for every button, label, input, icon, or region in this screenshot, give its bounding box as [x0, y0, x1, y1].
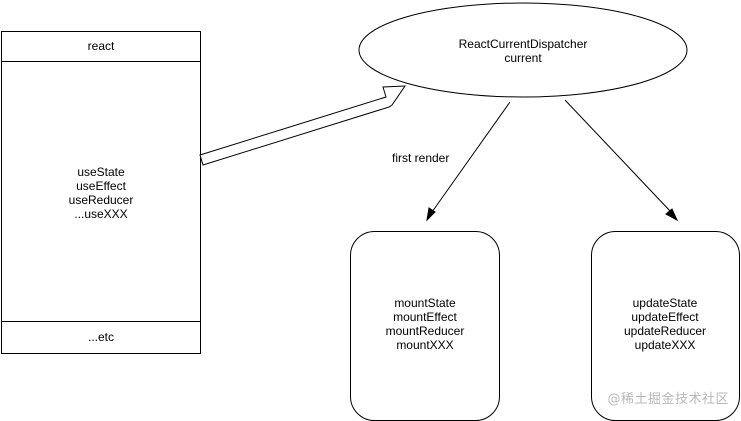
hook-item: ...useXXX — [74, 207, 127, 221]
edge-label-first-render: first render — [392, 151, 449, 165]
update-item: updateState — [633, 296, 698, 310]
hook-item: useReducer — [69, 193, 134, 207]
dispatcher-subtitle: current — [504, 51, 542, 65]
mount-item: mountXXX — [396, 338, 453, 352]
mount-item: mountReducer — [386, 324, 465, 338]
react-module-header: react — [88, 39, 115, 53]
react-module-frame — [1, 31, 201, 354]
update-arrow — [564, 99, 679, 222]
update-arrowhead — [665, 208, 679, 222]
hook-item: useEffect — [76, 179, 126, 193]
mount-item: mountEffect — [393, 310, 457, 324]
update-box: updateState updateEffect updateReducer u… — [591, 231, 740, 421]
update-item: updateEffect — [631, 310, 699, 324]
mount-item: mountState — [394, 296, 456, 310]
dispatcher-node: ReactCurrentDispatcher current — [358, 2, 688, 98]
react-module: react useState useEffect useReducer ...u… — [1, 31, 201, 354]
dispatcher-title: ReactCurrentDispatcher — [459, 37, 588, 51]
update-item: updateXXX — [635, 338, 696, 352]
hook-item: useState — [77, 165, 125, 179]
update-item: updateReducer — [624, 324, 706, 338]
mount-arrowhead — [426, 207, 436, 222]
react-module-footer: ...etc — [88, 330, 114, 344]
dispatcher-ellipse — [358, 2, 688, 98]
mount-arrow — [426, 101, 511, 222]
watermark: @稀土掘金技术社区 — [607, 392, 729, 407]
block-arrow — [199, 85, 406, 166]
mount-box: mountState mountEffect mountReducer moun… — [350, 231, 500, 421]
